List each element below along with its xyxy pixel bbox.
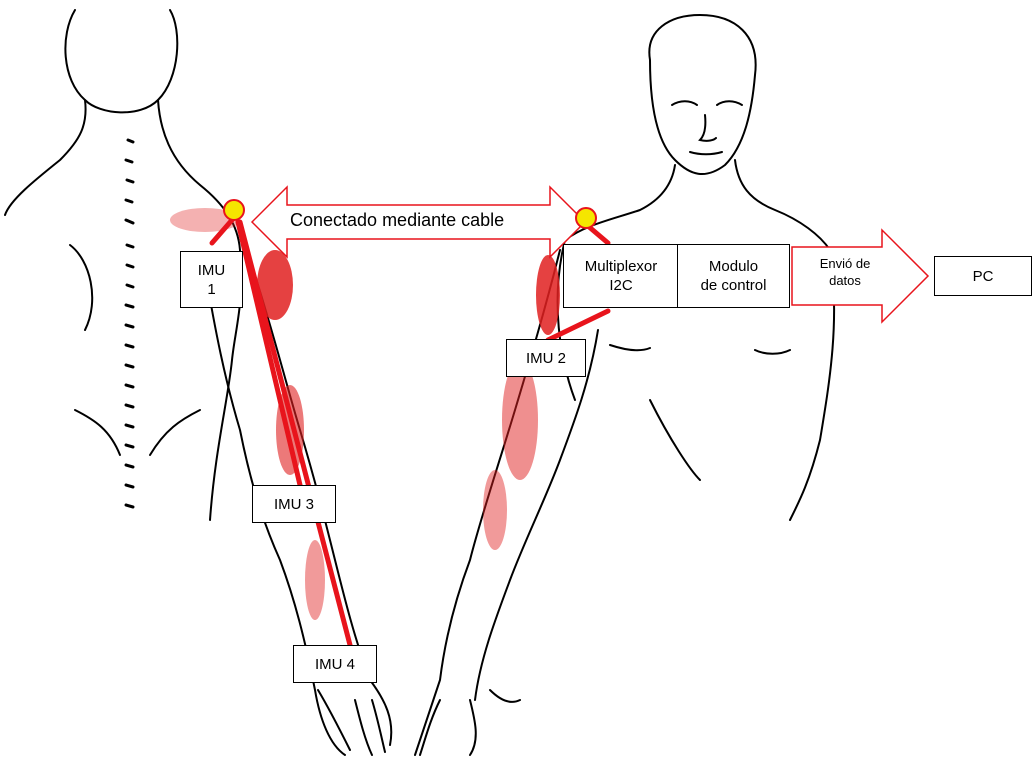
imu1-label-line2: 1: [207, 280, 215, 299]
imu1-label-line1: IMU: [198, 261, 226, 280]
send-data-label: Envió de datos: [810, 255, 880, 289]
connection-label: Conectado mediante cable: [290, 210, 504, 231]
imu3-label: IMU 3: [274, 495, 314, 514]
pc-box: PC: [934, 256, 1032, 296]
connector-right-icon: [576, 208, 596, 228]
connector-left-icon: [224, 200, 244, 220]
imu1-box: IMU 1: [180, 251, 243, 308]
multiplexor-box: Multiplexor I2C: [563, 244, 679, 308]
control-module-label-line2: de control: [701, 276, 767, 295]
imu2-label: IMU 2: [526, 349, 566, 368]
front-figure-outline: [415, 15, 834, 755]
pc-label: PC: [973, 267, 994, 286]
imu2-box: IMU 2: [506, 339, 586, 377]
control-module-box: Modulo de control: [677, 244, 790, 308]
cable-imu4: [240, 222, 350, 645]
multiplexor-label-line2: I2C: [609, 276, 632, 295]
send-data-label-line2: datos: [810, 272, 880, 289]
multiplexor-label-line1: Multiplexor: [585, 257, 658, 276]
send-data-label-line1: Envió de: [810, 255, 880, 272]
imu3-box: IMU 3: [252, 485, 336, 523]
control-module-label-line1: Modulo: [709, 257, 758, 276]
imu4-box: IMU 4: [293, 645, 377, 683]
cable-multiplexor: [588, 226, 608, 243]
spine-marks: [126, 140, 133, 507]
back-figure-outline: [5, 10, 391, 755]
muscle-dots-right: [483, 255, 560, 550]
imu4-label: IMU 4: [315, 655, 355, 674]
